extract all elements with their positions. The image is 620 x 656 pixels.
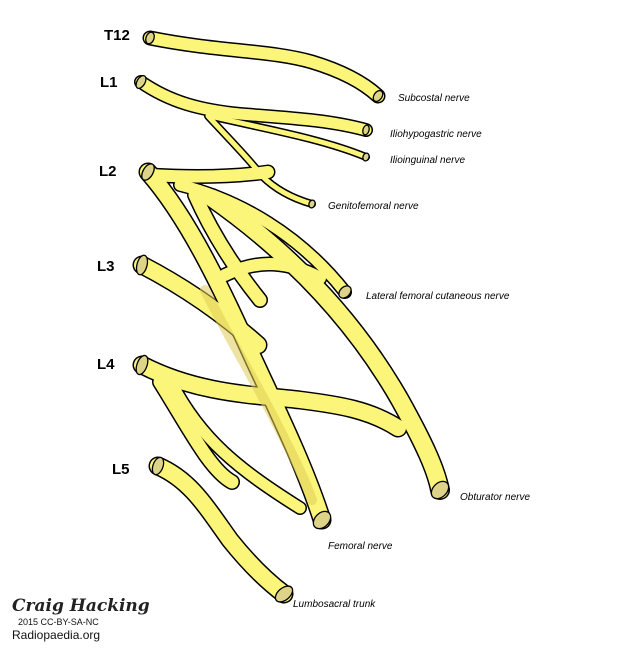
lateral-femoral-cutaneous-nerve-end [338, 285, 352, 299]
root-label-l5: L5 [112, 461, 130, 478]
author-signature: Craig Hacking [12, 596, 150, 616]
label-genitofemoral-nerve: Genitofemoral nerve [328, 201, 419, 212]
genitofemoral-nerve-end [308, 199, 316, 209]
l4-root-shape [134, 357, 406, 436]
l5-root-end [151, 456, 165, 476]
root-label-l4: L4 [97, 356, 115, 373]
label-ilioinguinal-nerve: Ilioinguinal nerve [390, 155, 465, 166]
nerve-ends [135, 31, 450, 603]
lateral-femoral-cutaneous-nerve-shape [174, 179, 351, 298]
ilioinguinal-nerve-end [362, 152, 370, 162]
credit-block: Craig Hacking 2015 CC-BY-SA-NC Radiopaed… [12, 596, 150, 643]
site-text: Radiopaedia.org [12, 628, 101, 642]
obturator-nerve-shape [203, 189, 449, 499]
l2-root-end [141, 163, 155, 181]
femoral-trunk-shading [200, 285, 317, 505]
lumbosacral-trunk-end [274, 585, 294, 603]
lumbosacral-trunk-shape [150, 458, 292, 602]
label-lateral-femoral-cutaneous-nerve: Lateral femoral cutaneous nerve [366, 291, 510, 302]
nerve-fills [134, 32, 449, 602]
root-label-l3: L3 [97, 258, 115, 275]
l2-branch-shape [144, 166, 274, 183]
root-label-l2: L2 [99, 163, 117, 180]
iliohypogastric-nerve-shape [135, 76, 372, 136]
label-subcostal-nerve: Subcostal nerve [398, 93, 470, 104]
l3-root-end [135, 254, 149, 276]
iliohypogastric-nerve-end [362, 124, 370, 136]
l4-femoral-contribution-shape [164, 374, 306, 514]
ilioinguinal-nerve-shape [207, 113, 369, 160]
label-iliohypogastric-nerve: Iliohypogastric nerve [390, 129, 482, 140]
license-text: 2015 CC-BY-SA-NC [18, 617, 99, 627]
subcostal-nerve-shape [144, 32, 384, 102]
root-label-t12: T12 [104, 27, 130, 44]
obturator-nerve-end [430, 480, 450, 500]
label-femoral-nerve: Femoral nerve [328, 541, 393, 552]
label-lumbosacral-trunk: Lumbosacral trunk [293, 599, 376, 610]
l4-descending-branch-shape [153, 375, 239, 489]
l4-root-end [135, 354, 149, 376]
l2-l3-connector-shape [188, 188, 267, 307]
subcostal-nerve-end [372, 89, 384, 103]
femoral-nerve-end [312, 510, 332, 530]
l1-root-end [135, 74, 147, 90]
label-obturator-nerve: Obturator nerve [460, 492, 530, 503]
t12-root-end [145, 31, 155, 45]
root-label-l1: L1 [100, 74, 118, 91]
